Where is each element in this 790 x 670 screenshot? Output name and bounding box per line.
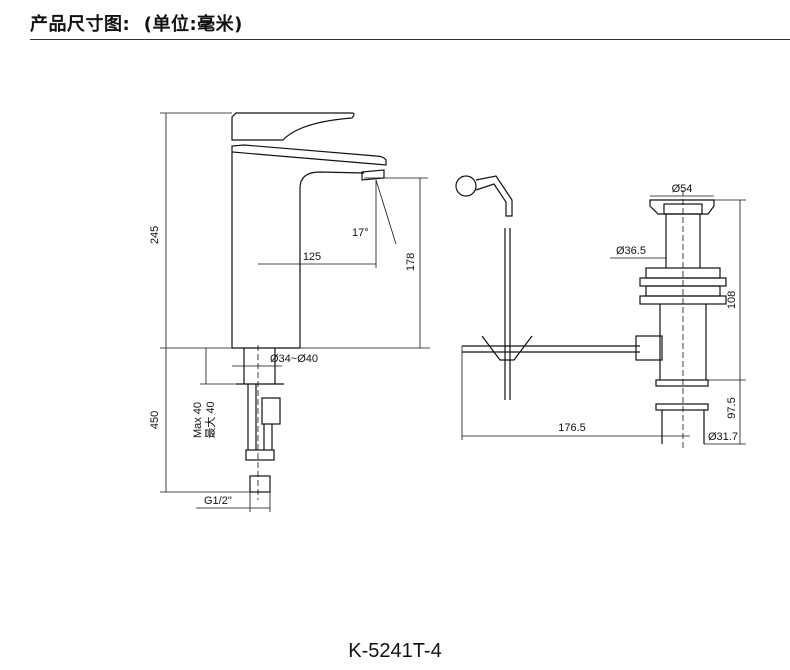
spout-height-label: 178 [405,253,417,271]
tail-height-label: 97.5 [726,397,738,418]
tail-diameter-label: Ø31.7 [708,431,738,443]
body-diameter-label: Ø36.5 [616,245,646,257]
mount-hole-label: Ø34~Ø40 [270,353,318,365]
lift-rod-outline [455,175,640,400]
height-label: 245 [149,226,161,244]
unit-note: (单位:毫米) [143,14,243,35]
body-height-label: 108 [726,291,738,309]
faucet-outline [231,112,387,493]
deck-thickness-label: Max 40 [192,402,204,438]
cap-diameter-label: Ø54 [672,183,693,195]
drain-dimension-lines [461,195,746,445]
rod-length-label: 176.5 [558,422,586,434]
deck-thickness-cn-label: 最大 40 [203,401,217,438]
connector-label: G1/2" [204,495,232,507]
drain-body-outline [635,199,727,444]
reach-label: 125 [303,251,321,263]
model-number: K-5241T-4 [348,640,442,662]
page-title: 产品尺寸图: (单位:毫米) [30,10,243,36]
angle-label: 17° [352,227,369,239]
title-text: 产品尺寸图: [30,14,131,35]
faucet-dimension-lines [160,112,430,512]
hose-length-label: 450 [149,411,161,429]
header-divider [30,39,790,40]
